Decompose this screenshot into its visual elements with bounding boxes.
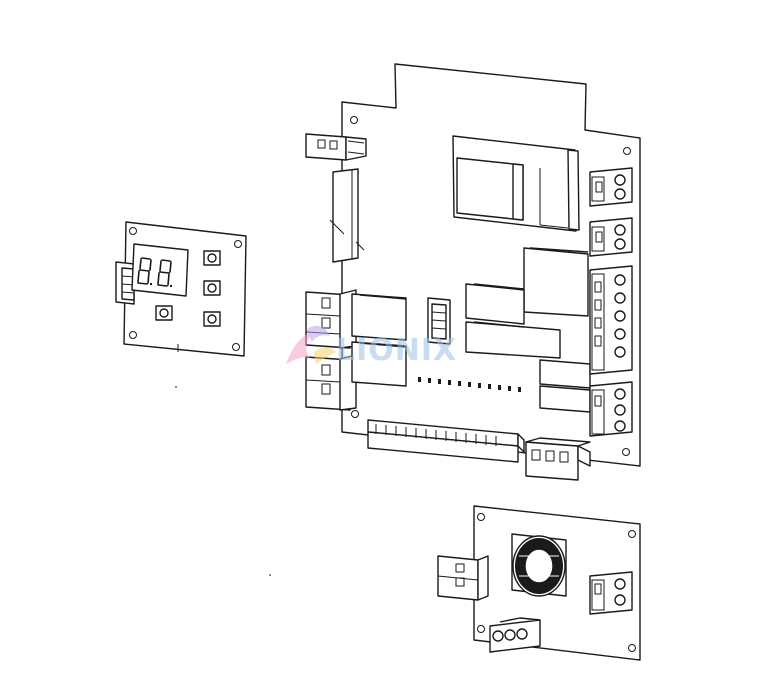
seven-segment-display [131,243,189,297]
right-terminal-1 [589,167,633,207]
toroid-coil [511,533,567,597]
filter-bottom-connector [489,617,541,653]
relay-center-1 [465,283,525,325]
relay-left-1 [351,293,407,341]
vertical-rail [329,168,365,263]
right-terminal-3 [589,265,633,375]
filter-board [437,505,641,661]
top-left-terminal [305,133,367,161]
watermark-text: LIONIX [336,333,457,368]
relay-center-2 [465,321,561,359]
relay-small-1 [539,359,591,389]
display-side-connector [115,261,135,305]
watermark-logo-icon [286,325,336,364]
transformer [452,135,580,232]
filter-right-terminal [589,571,633,615]
relay-center-large [523,247,589,317]
display-board [115,221,247,357]
bottom-long-connector [367,419,525,463]
bottom-small-connector [525,437,591,481]
relay-small-2 [539,385,591,413]
display-buttons [155,250,221,327]
pin-row [418,377,521,392]
filter-left-terminal [437,555,489,601]
watermark: LIONIX [286,325,457,368]
main-board [305,63,641,481]
header-connector [427,297,451,345]
right-terminal-4 [589,381,633,437]
relay-left-2 [351,341,407,387]
right-terminal-2 [589,217,633,257]
